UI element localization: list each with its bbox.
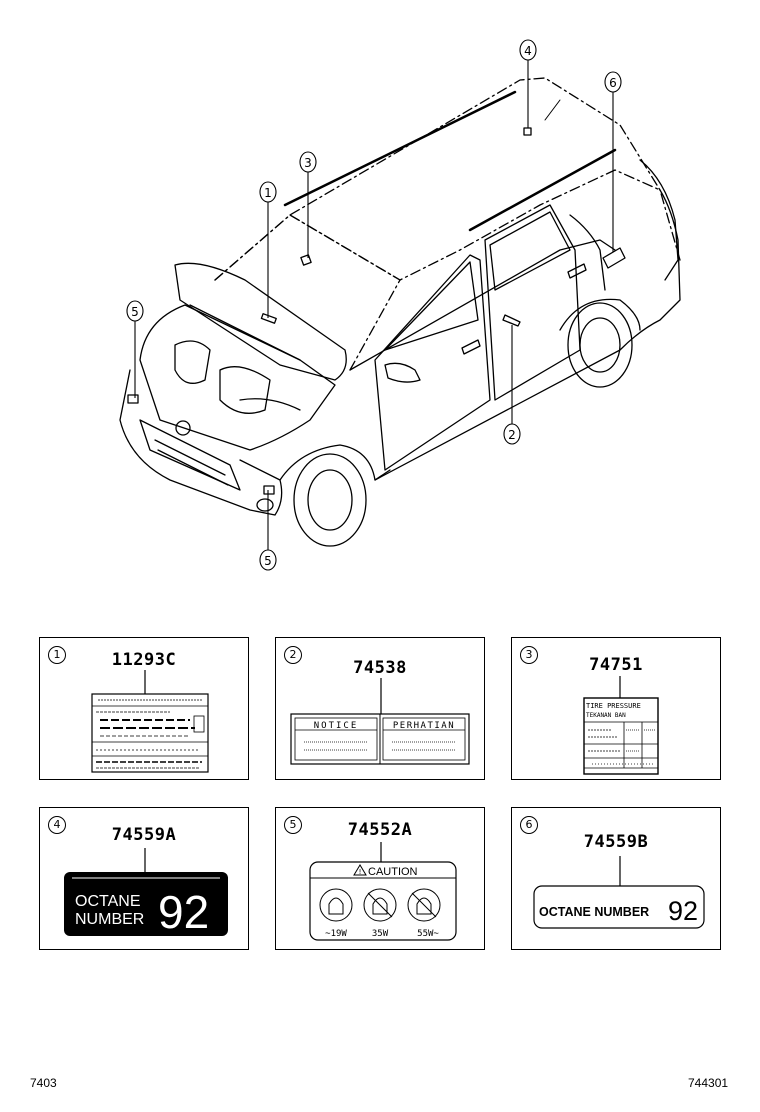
roof-rail-right	[468, 148, 617, 232]
callout-5b: 5	[264, 554, 272, 568]
wattage-1: ~19W	[325, 929, 347, 939]
wattage-2: 35W	[372, 929, 389, 939]
part-code: 74559B	[583, 832, 649, 852]
part-number-badge: 4	[48, 816, 66, 834]
part-number-badge: 2	[284, 646, 302, 664]
vehicle-diagram: 1 2 3 4 5 5 6	[119, 39, 681, 571]
tire-pressure-label-icon: TIRE PRESSURE TEKANAN BAN	[583, 676, 659, 775]
fog-lamp	[256, 498, 274, 512]
label-mark-3	[300, 254, 312, 266]
hood-open	[174, 262, 347, 381]
label-mark-2	[502, 314, 521, 327]
front-fender	[279, 444, 391, 481]
front-door	[374, 254, 491, 471]
number-label-text: NUMBER	[75, 911, 144, 928]
octane-label-text: OCTANE	[75, 893, 140, 910]
label-mark-4	[523, 127, 532, 136]
rear-door	[484, 204, 581, 401]
door-handle-front	[461, 339, 481, 355]
roof-rail-left	[283, 90, 517, 207]
bulb-caution-label-icon: ! CAUTION ~19W 35W 55W~	[309, 842, 457, 941]
footer-code-left: 7403	[30, 1076, 57, 1090]
callout-3: 3	[304, 156, 312, 170]
front-bumper	[119, 369, 283, 516]
notice-text: NOTICE	[314, 721, 359, 731]
callout-6: 6	[609, 76, 617, 90]
fuel-lid	[602, 247, 626, 269]
perhatian-text: PERHATIAN	[393, 721, 455, 731]
part-number-badge: 5	[284, 816, 302, 834]
part-panel-4: 4 74559A OCTANE NUMBER 92	[39, 807, 249, 950]
windshield	[214, 214, 401, 371]
label-mark-1	[260, 313, 277, 324]
part-panel-2: 2 74538 NOTICE PERHATIAN	[275, 637, 485, 780]
part-code: 74538	[353, 658, 407, 678]
label-mark-5b	[263, 485, 275, 495]
warning-triangle-icon	[353, 864, 367, 876]
caution-text: CAUTION	[368, 866, 418, 878]
octane-value: 92	[668, 896, 698, 926]
part-panel-3: 3 74751 TIRE PRESSURE TEKANAN BAN	[511, 637, 721, 780]
tire-pressure-subtitle: TEKANAN BAN	[586, 712, 626, 719]
part-code: 74559A	[111, 825, 177, 845]
octane-value: 92	[158, 886, 209, 938]
part-code: 74751	[589, 655, 643, 675]
roof-outline	[214, 77, 681, 281]
callout-2: 2	[508, 428, 516, 442]
rear-hatch	[639, 159, 679, 281]
side-body	[374, 189, 681, 481]
footer-code-right: 744301	[688, 1076, 729, 1090]
part-code: 11293C	[111, 650, 177, 670]
part-number-badge: 1	[48, 646, 66, 664]
part-number-badge: 6	[520, 816, 538, 834]
tire-pressure-title: TIRE PRESSURE	[586, 702, 641, 710]
part-code: 74552A	[347, 820, 413, 840]
part-number-badge: 3	[520, 646, 538, 664]
door-handle-rear	[567, 263, 587, 279]
side-mirror	[384, 362, 421, 383]
rear-wheel	[567, 302, 633, 388]
octane-label-white-icon: OCTANE NUMBER 92	[533, 856, 705, 929]
label-mark-5a	[127, 394, 139, 404]
callout-4: 4	[524, 44, 532, 58]
part-panel-1: 1 11293C	[39, 637, 249, 780]
grille	[139, 419, 241, 491]
front-wheel	[293, 453, 367, 547]
part-panel-5: 5 74552A ! CAUTION ~19W 35W 55W~	[275, 807, 485, 950]
octane-number-text: OCTANE NUMBER	[539, 905, 649, 919]
engine-bay	[139, 304, 336, 451]
vehicle-info-label-icon	[91, 670, 209, 773]
notice-label-icon: NOTICE PERHATIAN	[290, 678, 470, 765]
side-window-rear	[489, 211, 571, 291]
octane-label-black-icon: OCTANE NUMBER 92	[64, 848, 228, 938]
svg-text:!: !	[359, 868, 362, 876]
part-panel-6: 6 74559B OCTANE NUMBER 92	[511, 807, 721, 950]
roof-line-rear	[289, 169, 661, 281]
side-window-front	[384, 261, 479, 351]
beltline	[349, 239, 616, 371]
wattage-3: 55W~	[417, 929, 439, 939]
callout-5a: 5	[131, 305, 139, 319]
callout-1: 1	[264, 186, 272, 200]
